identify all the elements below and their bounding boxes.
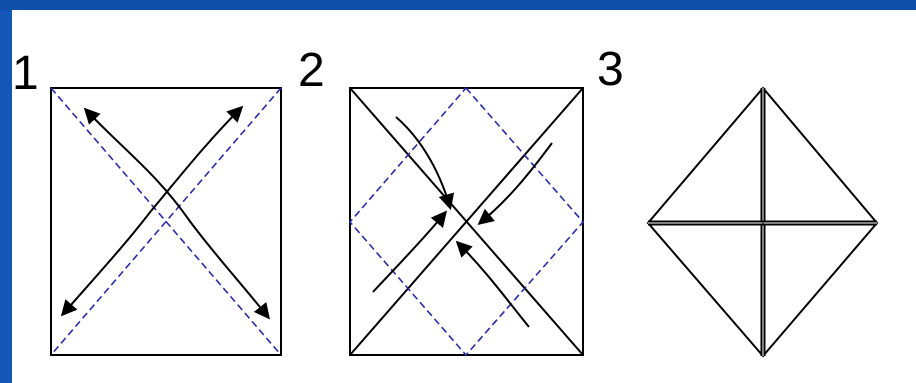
origami-fold-diagram bbox=[50, 86, 879, 358]
step-2-dashed-crease-diamond bbox=[348, 86, 585, 357]
diagram-panel: 1 2 3 bbox=[12, 10, 916, 383]
step-2-arrow-top-left bbox=[395, 116, 455, 211]
step-3-number: 3 bbox=[597, 43, 624, 96]
step-1-number: 1 bbox=[12, 47, 39, 100]
step-2-arrow-top-right bbox=[477, 142, 553, 226]
step-3-diagram bbox=[646, 86, 879, 358]
step-2-arrow-bottom-left bbox=[372, 210, 448, 293]
step-2-fold-diagonal-b bbox=[349, 87, 584, 356]
slide-top-bar bbox=[0, 0, 916, 10]
step-1-fold-arrow-right-to-left bbox=[60, 105, 244, 317]
step-2-diagram bbox=[348, 86, 585, 357]
step-2-number: 2 bbox=[298, 44, 325, 97]
step-1-diagram bbox=[50, 87, 282, 356]
step-2-arrow-bottom-right bbox=[455, 240, 530, 328]
